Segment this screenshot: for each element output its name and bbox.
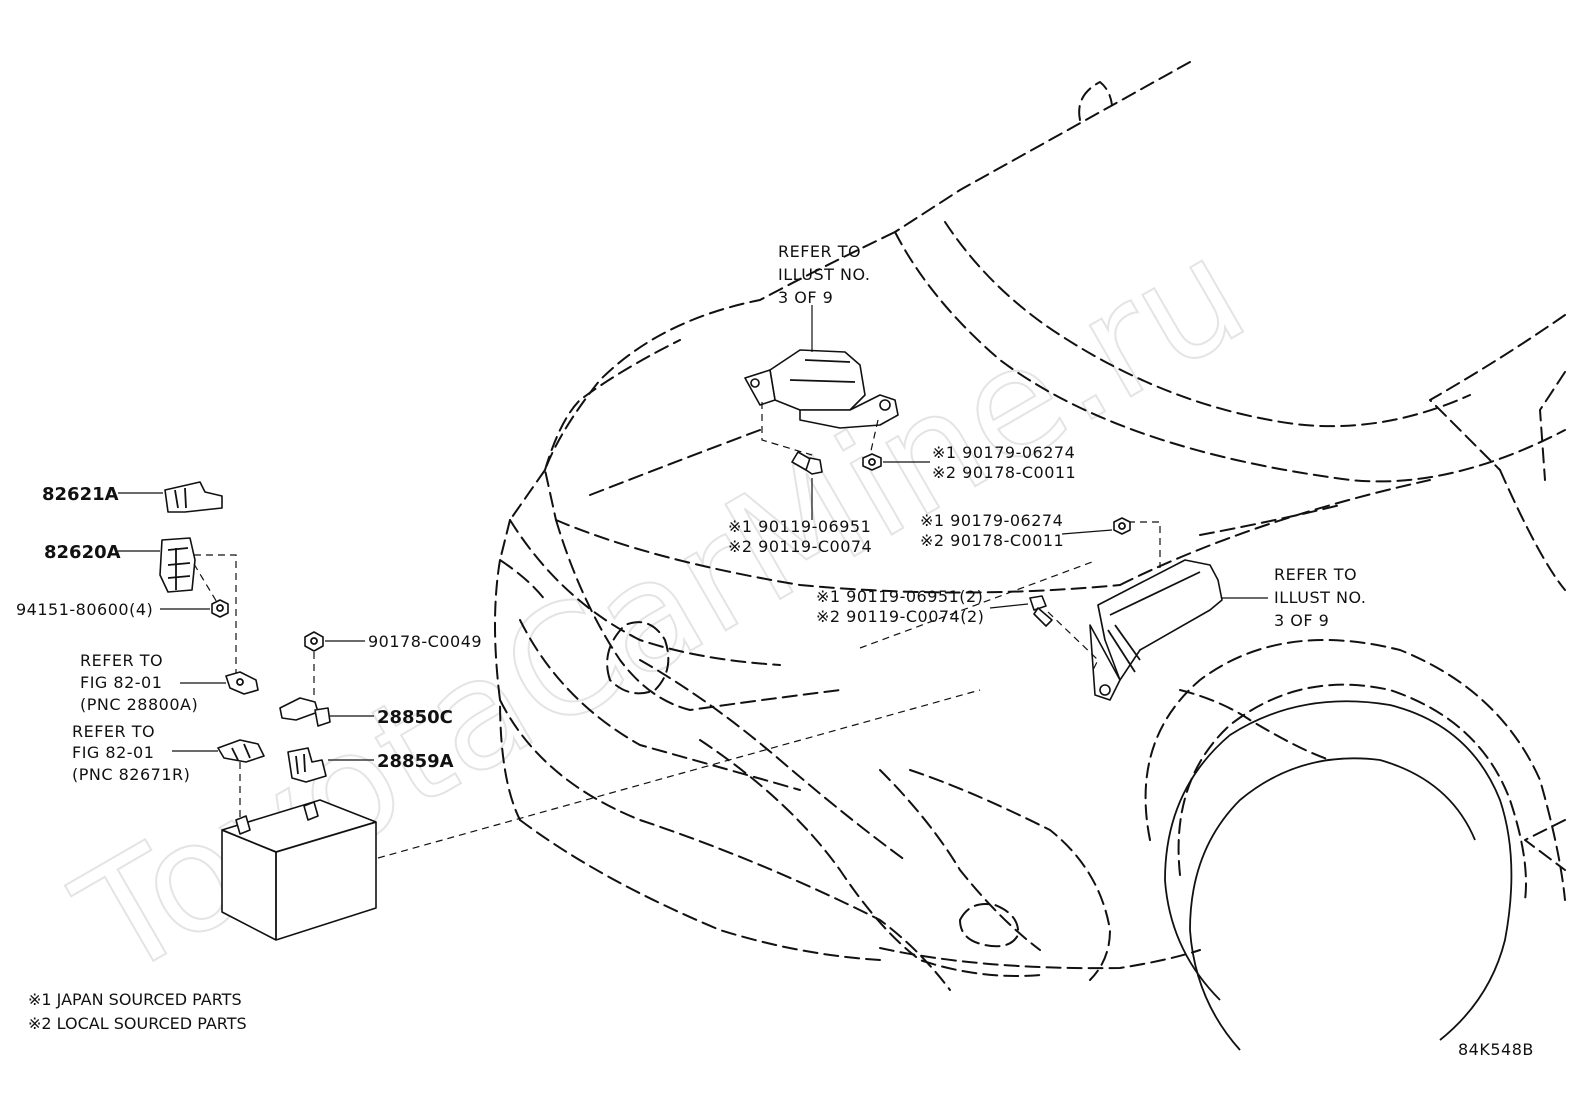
pn-28859A: 28859A [377,751,454,772]
refer-fig1-line1: REFER TO [80,651,163,670]
dash-battery-vehicle [377,689,981,859]
right-control-module [1089,559,1223,701]
pn-94151: 94151-80600(4) [16,600,153,619]
refer-top-line2: ILLUST NO. [778,265,870,284]
dash-top-right [869,419,879,456]
refer-fig2-line2: FIG 82-01 [72,743,154,762]
top-bolt-line2: ※2 90119-C0074 [728,537,872,556]
right-nut-line2: ※2 90178-C0011 [920,531,1064,550]
refer-right-line1: REFER TO [1274,565,1357,584]
bracket-28800A-icon [225,671,259,695]
part-82620A-icon [159,537,196,593]
nut-90178-C0049-icon [304,631,324,652]
drawing-code: 84K548B [1458,1040,1534,1059]
nut-right-icon [1113,517,1131,535]
dash-82620A-nut [193,563,219,605]
note-local-sourced: ※2 LOCAL SOURCED PARTS [28,1014,247,1033]
dash-right-bolt [1047,611,1099,673]
label-refer-top: REFER TO ILLUST NO. 3 OF 9 [778,242,870,307]
refer-fig2-line1: REFER TO [72,722,155,741]
pn-90178-C0049: 90178-C0049 [368,632,482,651]
dash-vehicle-right [859,561,1093,649]
dash-right-top [1128,521,1161,568]
refer-fig2-line3: (PNC 82671R) [72,765,190,784]
note-japan-sourced: ※1 JAPAN SOURCED PARTS [28,990,242,1009]
dash-82620A-right [194,554,237,675]
right-nut-line1: ※1 90179-06274 [920,511,1063,530]
top-nut-line2: ※2 90178-C0011 [932,463,1076,482]
top-control-module [744,349,899,429]
label-refer-fig2: REFER TO FIG 82-01 (PNC 82671R) [72,722,190,784]
top-bolt-line1: ※1 90119-06951 [728,517,871,536]
right-bolt-line1: ※1 90119-06951(2) [816,587,983,606]
part-82621A-icon [164,481,223,513]
nut-top-icon [862,453,882,471]
refer-top-line1: REFER TO [778,242,861,261]
label-refer-right: REFER TO ILLUST NO. 3 OF 9 [1274,565,1366,630]
refer-right-line2: ILLUST NO. [1274,588,1366,607]
label-refer-fig1: REFER TO FIG 82-01 (PNC 28800A) [80,651,198,714]
bolt-top-icon [791,451,823,475]
refer-fig1-line3: (PNC 28800A) [80,695,198,714]
vehicle-outline [494,61,1566,1051]
top-nut-line1: ※1 90179-06274 [932,443,1075,462]
bolt-right-icon [1029,595,1053,627]
battery-icon [221,799,377,941]
pn-82620A: 82620A [44,542,121,563]
dash-top-left [761,402,813,456]
part-28850C-icon [279,697,331,727]
leader-right-nut [1061,529,1113,535]
nut-94151-icon [211,599,229,618]
right-bolt-line2: ※2 90119-C0074(2) [816,607,984,626]
leader-right-bolt [989,603,1029,609]
refer-top-line3: 3 OF 9 [778,288,833,307]
bracket-82671R-icon [217,739,265,763]
pn-28850C: 28850C [377,707,453,728]
pn-82621A: 82621A [42,484,119,505]
refer-fig1-line2: FIG 82-01 [80,673,162,692]
refer-right-line3: 3 OF 9 [1274,611,1329,630]
part-28859A-icon [287,747,327,783]
